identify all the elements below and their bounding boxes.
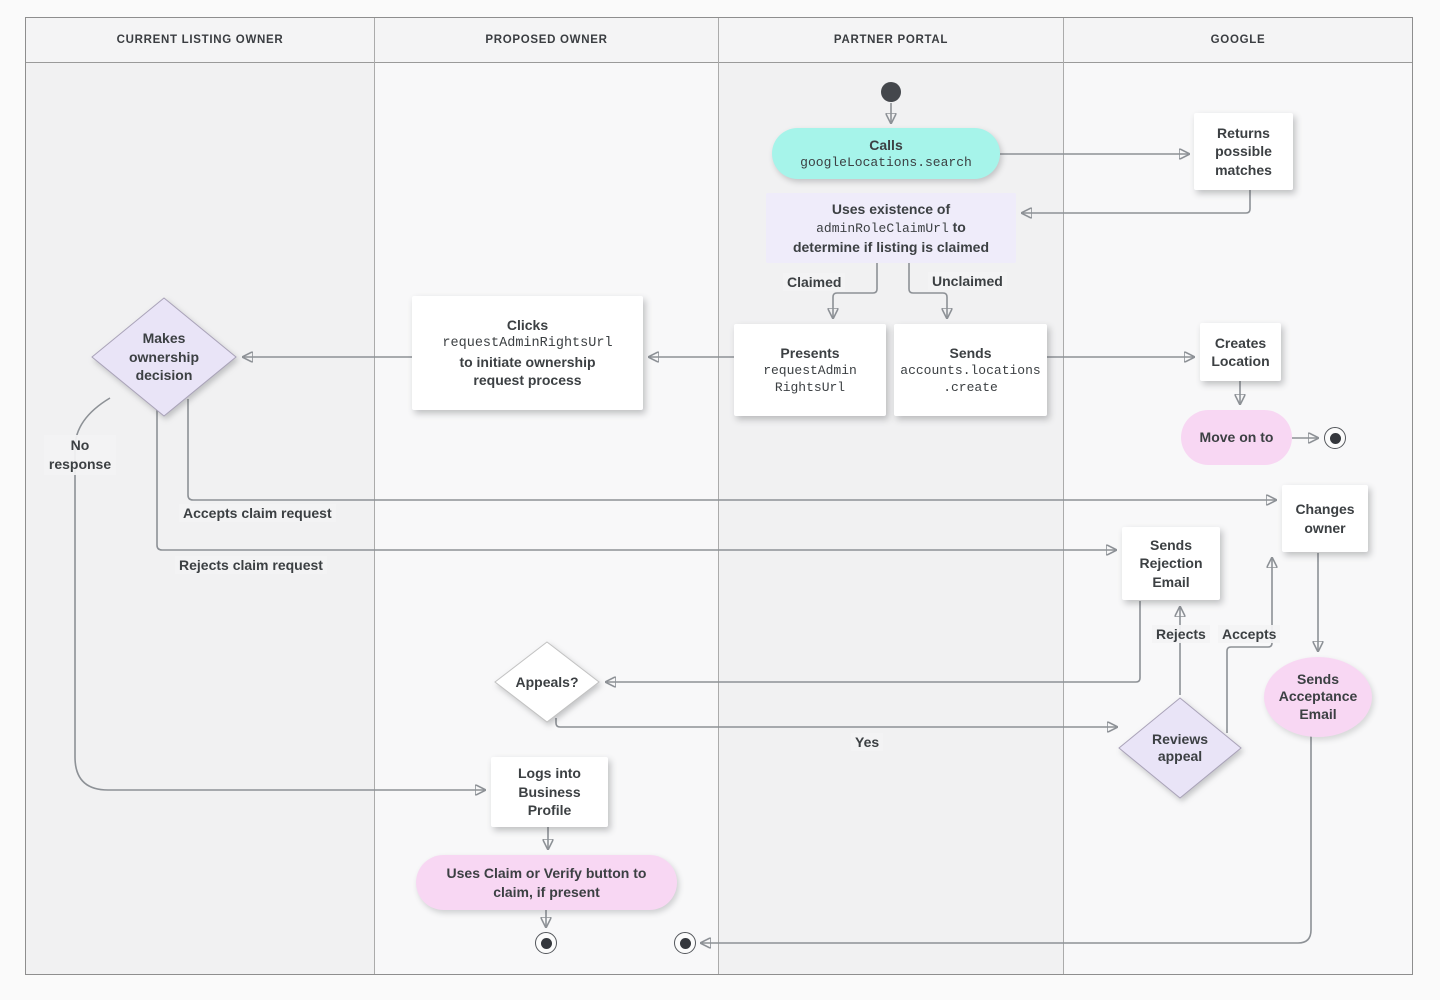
node-label: Sends Rejection Email	[1139, 536, 1203, 590]
node-line2-suffix: to	[948, 219, 966, 236]
lane-header-google: GOOGLE	[1064, 18, 1412, 62]
node-code: adminRoleClaimUrl	[816, 221, 949, 237]
node-label-wrap: Reviews appeal	[1118, 697, 1242, 799]
node-rest: to initiate ownership request process	[459, 353, 596, 389]
node-label: Returns possible matches	[1215, 124, 1272, 178]
diamond-polygon	[1118, 697, 1242, 799]
lane-header-proposed-owner: PROPOSED OWNER	[375, 18, 718, 62]
node-code-line1: requestAdmin	[763, 363, 857, 379]
node-label-wrap: Makes ownership decision	[91, 297, 237, 417]
node-presents-requestadminrightsurl: Presents requestAdmin RightsUrl	[734, 324, 886, 416]
node-creates-location: Creates Location	[1200, 323, 1281, 381]
node-uses-existence-adminroleclaimurl: Uses existence of adminRoleClaimUrl to d…	[766, 193, 1016, 263]
node-label-wrap: Appeals?	[494, 641, 600, 723]
node-code-line2: RightsUrl	[774, 380, 846, 396]
node-code: requestAdminRightsUrl	[442, 335, 613, 351]
edge-label-accepts: Accepts	[1218, 625, 1281, 643]
diamond-shape	[494, 641, 600, 723]
start-node	[881, 82, 901, 102]
node-reviews-appeal: Reviews appeal	[1118, 697, 1242, 799]
end-node-dot	[1329, 432, 1341, 444]
node-line1: Uses existence of	[831, 200, 951, 217]
node-label: Creates Location	[1211, 334, 1270, 369]
node-appeals-decision: Appeals?	[494, 641, 600, 723]
end-node-create-flow	[1324, 427, 1346, 449]
node-changes-owner: Changes owner	[1282, 485, 1368, 552]
diagram-frame	[25, 17, 1413, 975]
edge-label-unclaimed: Unclaimed	[928, 272, 1007, 290]
node-label: Sends Acceptance Email	[1278, 670, 1358, 722]
node-code-line1: accounts.locations	[900, 363, 1041, 379]
node-sends-rejection-email: Sends Rejection Email	[1122, 527, 1220, 600]
node-returns-possible-matches: Returns possible matches	[1194, 113, 1293, 190]
node-label: Reviews appeal	[1151, 731, 1209, 764]
node-title: Sends	[949, 344, 992, 361]
node-clicks-requestadminrightsurl: Clicks requestAdminRightsUrl to initiate…	[412, 296, 643, 410]
node-title: Calls	[869, 136, 903, 153]
edge-label-rejects: Rejects	[1152, 625, 1210, 643]
node-line2: adminRoleClaimUrl to	[816, 218, 966, 237]
node-title: Presents	[780, 344, 840, 361]
node-code-line2: .create	[943, 380, 998, 396]
node-uses-claim-or-verify-button: Uses Claim or Verify button to claim, if…	[416, 855, 677, 910]
end-node-acceptance-flow	[674, 932, 696, 954]
edge-label-yes: Yes	[851, 733, 884, 751]
node-label: Makes ownership decision	[128, 330, 199, 384]
node-code: googleLocations.search	[800, 155, 972, 171]
diamond-shape	[1118, 697, 1242, 799]
node-label: Appeals?	[515, 673, 579, 690]
end-node-dot	[540, 937, 552, 949]
header-divider	[26, 62, 1412, 63]
node-label: Uses Claim or Verify button to claim, if…	[446, 865, 647, 900]
node-label: Move on to	[1199, 429, 1274, 446]
diamond-polygon	[91, 297, 237, 417]
diamond-shape	[91, 297, 237, 417]
diamond-polygon	[494, 641, 600, 723]
edge-label-accepts-claim-request: Accepts claim request	[179, 504, 336, 522]
lane-header-current-listing-owner: CURRENT LISTING OWNER	[26, 18, 374, 62]
node-logs-into-business-profile: Logs into Business Profile	[491, 757, 608, 827]
node-calls-googlelocations-search: Calls googleLocations.search	[772, 128, 1000, 179]
edge-label-no-response: No response	[44, 435, 116, 475]
node-label: Changes owner	[1295, 501, 1355, 536]
lane-header-partner-portal: PARTNER PORTAL	[719, 18, 1063, 62]
node-line3: determine if listing is claimed	[792, 238, 990, 255]
node-title: Clicks	[506, 317, 549, 334]
end-node-dot	[679, 937, 691, 949]
end-node-claim-flow	[535, 932, 557, 954]
node-move-on-to: Move on to	[1181, 410, 1292, 465]
node-makes-ownership-decision: Makes ownership decision	[91, 297, 237, 417]
node-sends-acceptance-email: Sends Acceptance Email	[1264, 657, 1372, 737]
edge-label-claimed: Claimed	[783, 273, 846, 291]
edge-label-rejects-claim-request: Rejects claim request	[175, 556, 327, 574]
node-label: Logs into Business Profile	[518, 765, 581, 819]
node-sends-accounts-locations-create: Sends accounts.locations .create	[894, 324, 1047, 416]
